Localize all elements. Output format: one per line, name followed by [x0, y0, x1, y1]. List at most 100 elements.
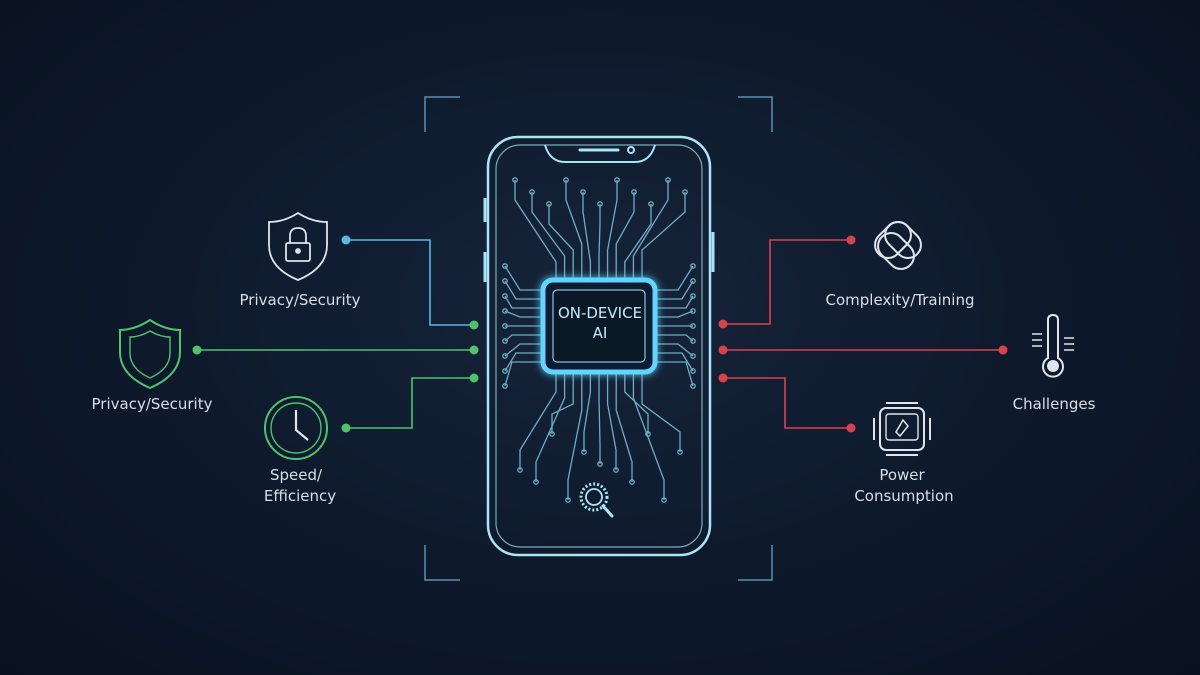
circuit-trace: [598, 204, 601, 278]
trace-node: [580, 189, 586, 195]
connector-power: [723, 377, 851, 429]
circuit-trace: [641, 374, 681, 452]
chip-label-line1: ON-DEVICE: [558, 304, 642, 322]
circuit-trace: [504, 280, 541, 300]
circuit-trace: [504, 295, 541, 309]
clock-icon: [264, 396, 328, 460]
circuit-trace: [565, 180, 583, 278]
trace-node: [631, 189, 637, 195]
trace-node: [546, 201, 552, 207]
trace-node: [517, 467, 523, 473]
trace-node: [690, 353, 696, 359]
circuit-trace: [504, 352, 541, 372]
connector-dot: [998, 345, 1008, 355]
trace-node: [502, 263, 508, 269]
trace-node: [690, 338, 696, 344]
label-complexity-training: Complexity/Training: [826, 291, 975, 309]
trace-node: [682, 189, 688, 195]
trace-node: [597, 461, 603, 467]
circuit-traces: [502, 177, 696, 503]
connector-dot: [469, 320, 479, 330]
circuit-trace: [504, 334, 541, 342]
chip-label-line2: AI: [593, 324, 608, 342]
trace-node: [565, 497, 571, 503]
trace-node: [502, 293, 508, 299]
label-power: Power: [879, 466, 925, 484]
trace-node: [529, 189, 535, 195]
circuit-trace: [657, 295, 694, 309]
trace-node: [581, 449, 587, 455]
trace-node: [502, 308, 508, 314]
connector-dot: [846, 235, 856, 245]
circuit-trace: [657, 334, 694, 342]
circuit-trace: [632, 374, 665, 500]
trace-node: [563, 177, 569, 183]
circuit-trace: [582, 192, 592, 278]
trace-node: [613, 467, 619, 473]
trace-node: [690, 293, 696, 299]
circuit-trace: [514, 180, 557, 278]
circuit-trace: [548, 204, 574, 278]
circuit-trace: [504, 265, 541, 291]
circuit-trace: [615, 192, 635, 278]
label-privacy-security-left: Privacy/Security: [92, 395, 213, 413]
connector-dot: [846, 423, 856, 433]
circuit-trace: [583, 374, 592, 452]
connector-dot: [341, 423, 351, 433]
circuit-trace: [657, 343, 694, 357]
circuit-trace: [641, 192, 686, 278]
connector-speed: [346, 377, 474, 429]
lock-shield-icon: [268, 211, 328, 281]
knot-icon: [874, 221, 922, 270]
label-efficiency: Efficiency: [264, 487, 336, 505]
connector-dot: [469, 373, 479, 383]
connector-dot: [341, 235, 351, 245]
trace-node: [665, 177, 671, 183]
trace-node: [690, 323, 696, 329]
circuit-trace: [606, 180, 618, 278]
circuit-trace: [606, 374, 617, 470]
phone-outline: [483, 135, 715, 557]
connector-dot: [718, 373, 728, 383]
trace-node: [661, 497, 667, 503]
circuit-trace: [504, 361, 541, 387]
corner-brackets: [424, 96, 773, 581]
circuit-trace: [531, 192, 566, 278]
shield-icon: [119, 318, 181, 390]
trace-node: [502, 338, 508, 344]
connector-dot: [192, 345, 202, 355]
trace-node: [690, 308, 696, 314]
trace-node: [502, 368, 508, 374]
trace-node: [502, 278, 508, 284]
circuit-trace: [632, 180, 669, 278]
trace-node: [677, 449, 683, 455]
connector-complexity: [723, 239, 851, 325]
connector-dot: [718, 319, 728, 329]
trace-node: [614, 177, 620, 183]
trace-node: [502, 353, 508, 359]
trace-node: [597, 201, 603, 207]
connector-dot: [469, 345, 479, 355]
circuit-trace: [504, 343, 541, 357]
circuit-trace: [615, 374, 633, 482]
connector-privacy-top: [346, 239, 474, 326]
power-chip-icon: [873, 402, 931, 456]
trace-node: [502, 323, 508, 329]
label-privacy-security-top: Privacy/Security: [240, 291, 361, 309]
circuit-trace: [657, 352, 694, 372]
trace-node: [549, 431, 555, 437]
trace-node: [533, 479, 539, 485]
circuit-trace: [657, 280, 694, 300]
circuit-trace: [624, 374, 649, 434]
trace-node: [690, 278, 696, 284]
trace-node: [648, 201, 654, 207]
trace-node: [690, 368, 696, 374]
circuit-trace: [567, 374, 583, 500]
circuit-trace: [657, 310, 694, 318]
connector-dot: [718, 345, 728, 355]
thermometer-icon: [1032, 313, 1074, 378]
circuit-trace: [598, 374, 601, 464]
circuit-trace: [519, 374, 557, 470]
trace-node: [502, 383, 508, 389]
